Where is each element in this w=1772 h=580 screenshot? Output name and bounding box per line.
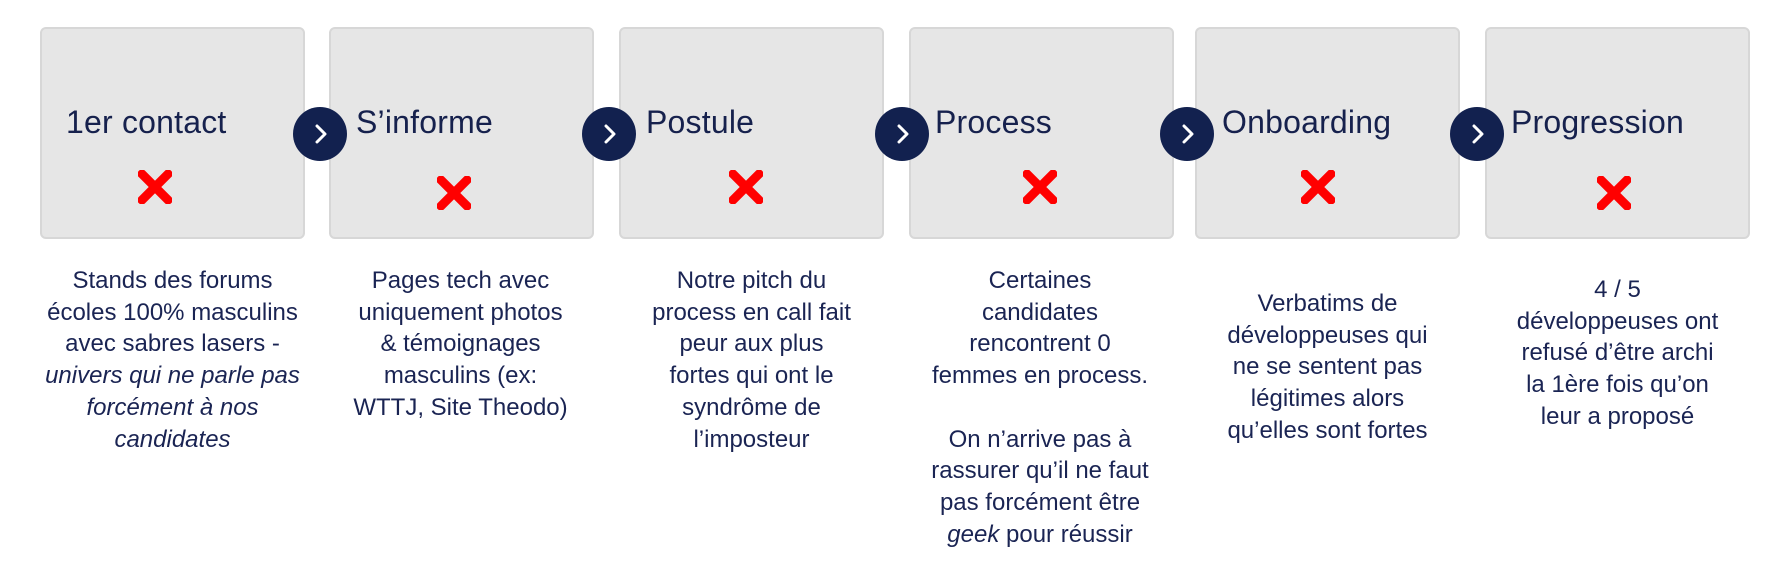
stage-box-postule: [619, 27, 884, 239]
description-process: Certaines candidates rencontrent 0 femme…: [900, 265, 1180, 550]
description-line: refusé d’être archi: [1521, 339, 1714, 367]
description-line: uniquement photos: [358, 298, 563, 326]
description-line: ne se sentent pas: [1232, 353, 1423, 381]
description-line: rassurer qu’il ne faut: [931, 457, 1149, 485]
description-line: pas forcément être: [939, 488, 1141, 516]
description-line: Verbatims de: [1257, 290, 1398, 317]
description-line: syndrôme de: [682, 393, 821, 421]
stage-title-sinforme: S’informe: [356, 104, 493, 140]
description-line: développeuses ont: [1516, 307, 1719, 335]
description-1er-contact: Stands des forums écoles 100% masculins …: [30, 265, 315, 455]
stage-title-process: Process: [935, 104, 1052, 140]
description-line: développeuses qui: [1227, 321, 1428, 349]
description-line: & témoignages: [380, 330, 541, 358]
description-line: candidates: [981, 298, 1099, 326]
cross-icon: [138, 170, 172, 204]
paragraph-gap: [900, 392, 1180, 424]
description-line-italic: univers qui ne parle pas: [45, 362, 300, 390]
stage-box-1er-contact: [40, 27, 305, 239]
description-line: écoles 100% masculins: [47, 298, 298, 326]
description-sinforme: Pages tech avec uniquement photos & témo…: [328, 265, 593, 424]
description-line: On n’arrive pas à: [948, 425, 1132, 453]
stage-title-onboarding: Onboarding: [1222, 104, 1392, 140]
description-line: légitimes alors: [1250, 385, 1405, 413]
description-line: avec sabres lasers -: [65, 330, 280, 358]
description-line-rest: pour réussir: [999, 520, 1133, 548]
stage-box-progression: [1485, 27, 1750, 239]
description-line: femmes en process.: [931, 362, 1149, 390]
stage-title-postule: Postule: [646, 104, 755, 140]
description-line: fortes qui ont le: [669, 362, 834, 390]
cross-icon: [1023, 170, 1057, 204]
description-line: peur aux plus: [679, 330, 824, 358]
stage-box-process: [909, 27, 1174, 239]
description-line: la 1ère fois qu’on: [1526, 371, 1709, 399]
description-line: qu’elles sont fortes: [1227, 416, 1428, 444]
cross-icon: [1301, 170, 1335, 204]
chevron-right-icon: [1160, 107, 1214, 161]
description-line: Pages tech avec: [371, 267, 550, 294]
description-line: Notre pitch du: [676, 267, 827, 294]
stage-title-progression: Progression: [1511, 104, 1684, 140]
description-line: WTTJ, Site Theodo): [353, 393, 568, 421]
description-line: geek pour réussir: [900, 519, 1180, 551]
description-line: Stands des forums: [72, 267, 273, 294]
description-line: Certaines: [988, 267, 1092, 294]
description-line: rencontrent 0: [969, 330, 1111, 358]
description-line-italic: forcément à nos: [86, 393, 259, 421]
description-onboarding: Verbatims de développeuses qui ne se sen…: [1195, 288, 1460, 447]
chevron-right-icon: [875, 107, 929, 161]
description-postule: Notre pitch du process en call fait peur…: [619, 265, 884, 455]
description-italic-word: geek: [947, 520, 1000, 548]
chevron-right-icon: [293, 107, 347, 161]
cross-icon: [729, 170, 763, 204]
description-line: masculins (ex:: [383, 362, 538, 390]
description-line: leur a proposé: [1540, 402, 1695, 430]
chevron-right-icon: [582, 107, 636, 161]
description-line: l’imposteur: [693, 425, 810, 453]
description-line: process en call fait: [652, 298, 851, 326]
description-line-italic: candidates: [114, 425, 231, 453]
description-progression: 4 / 5 développeuses ont refusé d’être ar…: [1485, 274, 1750, 433]
cross-icon: [437, 176, 471, 210]
stage-title-1er-contact: 1er contact: [66, 104, 227, 140]
chevron-right-icon: [1450, 107, 1504, 161]
cross-icon: [1597, 176, 1631, 210]
description-line: 4 / 5: [1594, 276, 1641, 303]
